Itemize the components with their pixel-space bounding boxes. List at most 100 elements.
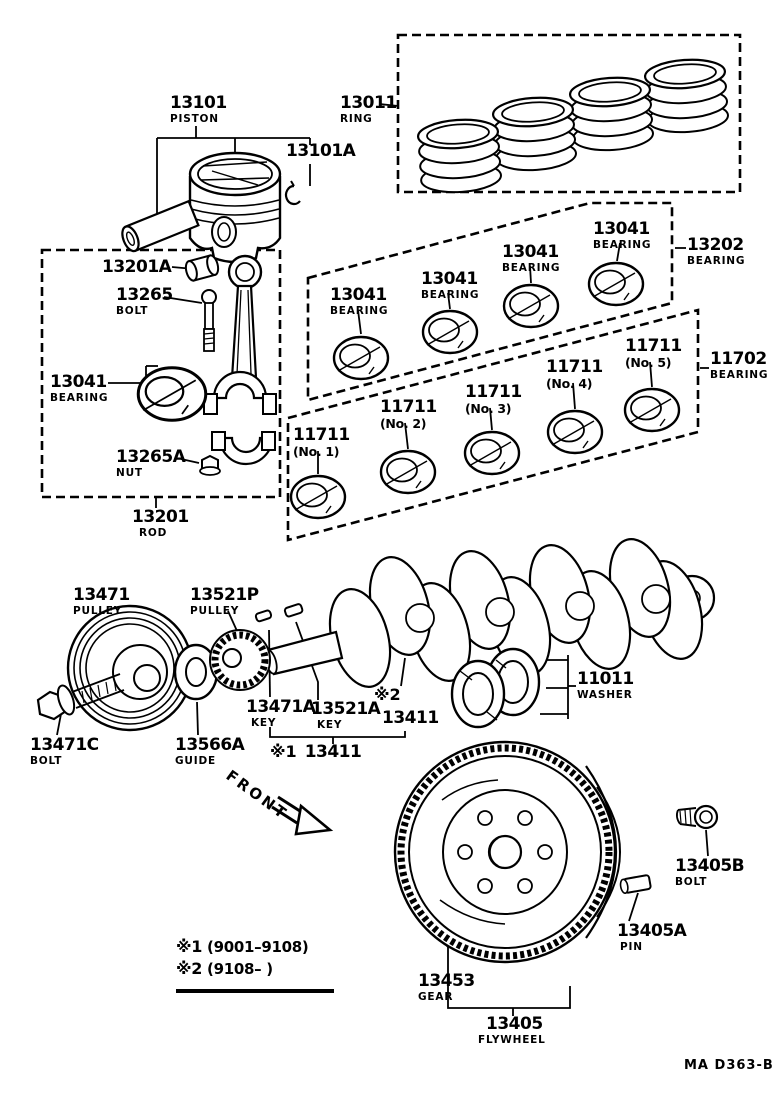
part-number: 11711 (546, 357, 603, 377)
connecting-rod-box (40, 248, 282, 499)
part-number: 13202 (687, 235, 744, 255)
part-name: (No. 5) (625, 355, 672, 370)
note-2: ※2 (9108– ) (176, 959, 273, 978)
part-number: 13453 (418, 971, 475, 991)
key-drawings (254, 603, 304, 623)
label-timing-key: 13521A KEY (311, 699, 381, 731)
part-name: PIN (620, 941, 643, 953)
part-number: 11711 (465, 382, 522, 402)
part-number: 13041 (593, 219, 650, 239)
part-number: 11711 (293, 425, 350, 445)
label-crank-pulley: 13471 PULLEY (73, 587, 130, 617)
part-number: 13471C (30, 735, 99, 755)
part-number: 13471A (246, 697, 316, 717)
thrust-washer-drawing (450, 647, 541, 729)
snap-ring-drawing (284, 184, 301, 206)
part-number: 13521A (311, 699, 381, 719)
timing-pulley-drawing (209, 629, 271, 691)
note-1: ※1 (9001–9108) (176, 937, 309, 956)
label-pulley-bolt: 13471C BOLT (30, 737, 99, 767)
label-main-bearing-2: 11711 (No. 2) (380, 399, 437, 431)
part-name: BOLT (116, 305, 149, 317)
label-flywheel: 13405 FLYWHEEL (478, 1014, 546, 1046)
reference-mark: ※2 (176, 959, 203, 978)
part-number: 11702 (710, 349, 767, 369)
part-number: 13405 (486, 1014, 543, 1034)
label-main-bearing-3: 11711 (No. 3) (465, 384, 522, 416)
part-name: BOLT (30, 755, 63, 767)
flywheel-drawing (393, 740, 621, 964)
part-number: 13265 (116, 285, 173, 305)
label-timing-pulley: 13521P PULLEY (190, 587, 259, 617)
part-number: 13566A (175, 735, 245, 755)
label-main-bearing-4: 11711 (No. 4) (546, 359, 603, 391)
part-name: (No. 3) (465, 401, 512, 416)
part-name: WASHER (577, 689, 633, 701)
note-range: (9001–9108) (207, 938, 309, 956)
label-upper-bearing-2: 13041 BEARING (421, 271, 479, 301)
part-number: 11011 (577, 669, 634, 689)
crankshaft-drawing (254, 538, 716, 688)
label-thrust-washer: 11011 WASHER (577, 671, 634, 701)
piston-drawing (121, 151, 301, 264)
part-name: PULLEY (190, 605, 240, 617)
label-lower-bearing-set: 11702 BEARING (710, 351, 768, 381)
flywheel-bolt-drawing (675, 804, 719, 830)
part-number: 13411 (304, 742, 362, 762)
label-crankshaft-note2-number: 13411 (382, 710, 439, 727)
part-number: 11711 (380, 397, 437, 417)
part-number: 13471 (73, 585, 130, 605)
part-name: GUIDE (175, 755, 216, 767)
part-name: BEARING (710, 369, 769, 381)
upper-bearing-box (306, 201, 674, 402)
part-number: 13405A (617, 921, 687, 941)
part-number: 13041 (421, 269, 478, 289)
part-number: 13265A (116, 447, 186, 467)
part-name: RING (340, 113, 373, 125)
note-range: (9108– ) (207, 960, 273, 978)
part-number: 13041 (502, 242, 559, 262)
part-number: 11711 (625, 336, 682, 356)
part-number: 13201 (132, 507, 189, 527)
part-name: NUT (116, 467, 143, 479)
part-name: ROD (139, 527, 168, 539)
label-upper-bearing-set: 13202 BEARING (687, 237, 745, 267)
ring-stacks-drawing (416, 56, 731, 196)
dowel-pin-drawing (619, 874, 652, 894)
part-name: (No. 4) (546, 376, 593, 391)
drawing-code-text: MA D363-B (684, 1058, 774, 1073)
label-main-bearing-1: 11711 (No. 1) (293, 427, 350, 459)
part-number: 13011 (340, 93, 397, 113)
label-upper-bearing-3: 13041 BEARING (502, 244, 560, 274)
label-piston-pin-clip: 13101A (286, 143, 356, 160)
label-pulley-key: 13471A KEY (246, 697, 316, 729)
label-ring-gear: 13453 GEAR (418, 973, 475, 1003)
part-number: 13041 (50, 372, 107, 392)
part-number: 13041 (330, 285, 387, 305)
lower-bearing-box (286, 308, 700, 542)
part-name: BEARING (50, 392, 109, 404)
part-name: BEARING (330, 305, 389, 317)
part-name: BEARING (502, 262, 561, 274)
part-name: BOLT (675, 876, 708, 888)
label-conrod-bolt: 13265 BOLT (116, 287, 173, 317)
piston-pin-drawing (121, 199, 200, 253)
label-conrod-bearing: 13041 BEARING (50, 374, 108, 404)
reference-mark: ※2 (374, 685, 401, 704)
part-name: FLYWHEEL (478, 1034, 546, 1046)
label-crankshaft-note1: ※1 13411 (270, 742, 362, 762)
part-number: 13101 (170, 93, 227, 113)
drawing-code: MA D363-B (684, 1058, 774, 1073)
reference-mark: ※1 (270, 742, 297, 761)
label-piston: 13101 PISTON (170, 95, 227, 125)
label-conrod-nut: 13265A NUT (116, 447, 186, 479)
label-conrod-bushing: 13201A (102, 259, 172, 276)
part-name: BEARING (593, 239, 652, 251)
part-name: BEARING (687, 255, 746, 267)
label-ring-set: 13011 RING (340, 95, 397, 125)
label-flywheel-pin: 13405A PIN (617, 921, 687, 953)
part-number: 13521P (190, 585, 259, 605)
label-conrod: 13201 ROD (132, 509, 189, 539)
